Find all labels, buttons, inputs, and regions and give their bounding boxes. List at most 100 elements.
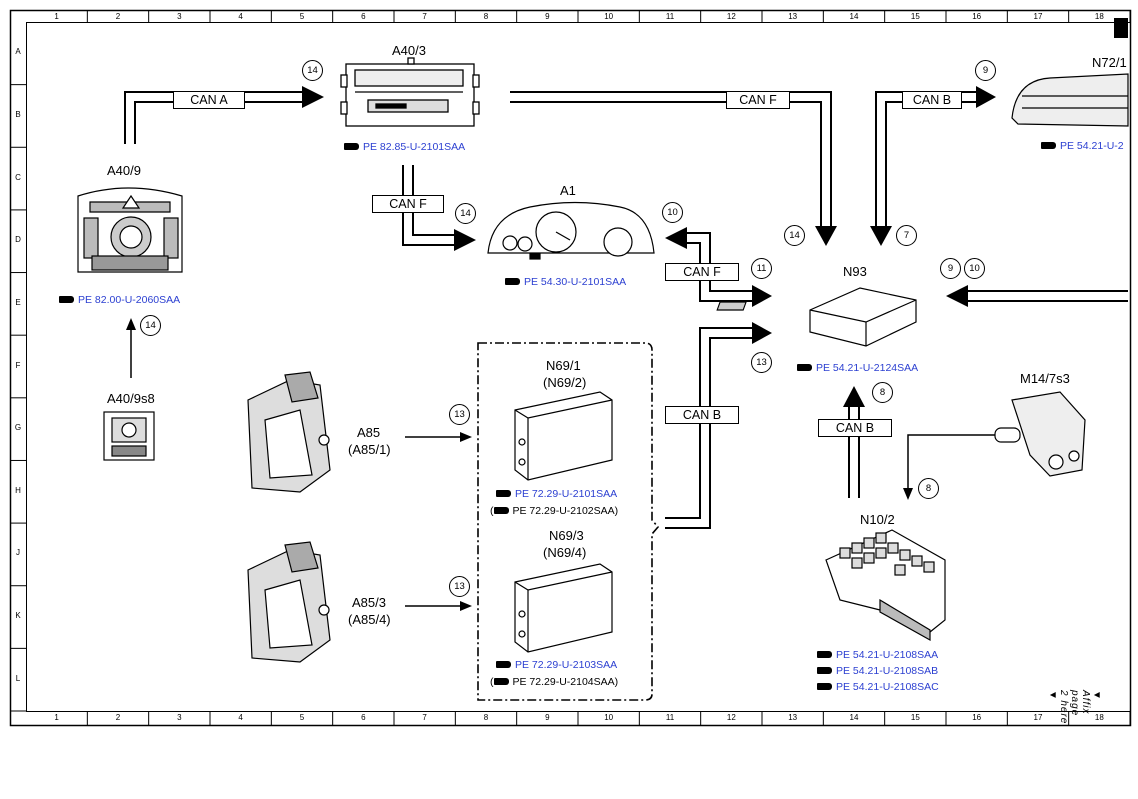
- corner-tab: [1114, 18, 1128, 38]
- can-b-label-mid: CAN B: [665, 406, 739, 424]
- grid-column-label: 8: [483, 12, 489, 21]
- pointing-hand-icon: [493, 506, 509, 514]
- pointing-hand-icon: [1041, 141, 1056, 149]
- grid-column-label: 3: [177, 12, 182, 21]
- pointing-hand-icon: [817, 650, 832, 658]
- grid-column-label: 10: [604, 713, 614, 722]
- grid-row-label: K: [15, 611, 21, 621]
- can-f-label-top: CAN F: [726, 91, 790, 109]
- grid-row-label: J: [16, 548, 20, 558]
- grid-row-label: F: [15, 360, 21, 370]
- grid-column-label: 6: [361, 713, 366, 722]
- grid-column-label: 11: [665, 713, 675, 722]
- grid-column-label: 7: [422, 12, 427, 21]
- a40-3-label: A40/3: [392, 43, 426, 58]
- grid-column-label: 18: [1094, 713, 1104, 722]
- grid-column-label: 12: [726, 12, 736, 21]
- grid-column-label: 16: [972, 12, 982, 21]
- n69-3-alt-label: (N69/4): [543, 545, 587, 560]
- arrowheads: [302, 86, 996, 407]
- n93-label: N93: [843, 264, 867, 279]
- callout-10: 10: [662, 202, 683, 223]
- n72-1-ref[interactable]: PE 54.21-U-2: [1041, 140, 1124, 152]
- grid-column-label: 8: [483, 713, 489, 722]
- n69-3-module-illustration: [514, 563, 613, 653]
- grid-column-label: 16: [972, 713, 982, 722]
- can-a-label: CAN A: [173, 91, 245, 109]
- callout-9: 9: [940, 258, 961, 279]
- n10-2-ref-2[interactable]: PE 54.21-U-2108SAB: [817, 665, 938, 677]
- callout-9: 9: [975, 60, 996, 81]
- a40-3-ref[interactable]: PE 82.85-U-2101SAA: [344, 141, 465, 153]
- pointing-hand-icon: [797, 363, 812, 371]
- n10-2-ref-1[interactable]: PE 54.21-U-2108SAA: [817, 649, 938, 661]
- grid-row-label: G: [14, 423, 22, 433]
- n69-1-ref2[interactable]: (PE 72.29-U-2102SAA): [490, 505, 619, 517]
- grid-column-label: 5: [299, 12, 305, 21]
- pointing-hand-icon: [59, 295, 74, 303]
- pointing-hand-icon: [496, 660, 511, 668]
- grid-column-label: 5: [299, 713, 305, 722]
- a85-unit-illustration: [247, 371, 331, 493]
- n93-module-illustration: [716, 287, 917, 347]
- pointing-hand-icon: [505, 277, 520, 285]
- grid-column-label: 2: [115, 713, 121, 722]
- pointing-hand-icon: [817, 682, 832, 690]
- callout-8: 8: [918, 478, 939, 499]
- grid-row-label: D: [15, 235, 21, 245]
- callout-8: 8: [872, 382, 893, 403]
- can-b-label-top: CAN B: [902, 91, 962, 109]
- callout-13: 13: [449, 576, 470, 597]
- n10-2-ref-3[interactable]: PE 54.21-U-2108SAC: [817, 681, 939, 693]
- grid-column-label: 15: [910, 713, 920, 722]
- callout-13: 13: [751, 352, 772, 373]
- grid-column-label: 6: [361, 12, 366, 21]
- grid-column-label: 9: [545, 713, 550, 722]
- n69-1-ref[interactable]: PE 72.29-U-2101SAA: [496, 488, 617, 500]
- n69-3-ref[interactable]: PE 72.29-U-2103SAA: [496, 659, 617, 671]
- grid-column-label: 7: [422, 713, 427, 722]
- a85-3-label: A85/3: [352, 595, 386, 610]
- n69-1-label: N69/1: [546, 358, 581, 373]
- grid-row-label: H: [15, 485, 21, 495]
- a40-9-ref[interactable]: PE 82.00-U-2060SAA: [59, 294, 180, 306]
- pointing-hand-icon: [496, 489, 511, 497]
- callout-14: 14: [455, 203, 476, 224]
- n10-2-fusebox-illustration: [825, 529, 946, 642]
- a85-label: A85: [357, 425, 381, 440]
- grid-column-label: 4: [238, 12, 243, 21]
- grid-column-label: 14: [849, 12, 859, 21]
- a40-3-unit-illustration: [340, 57, 480, 127]
- a85-alt-label: (A85/1): [348, 442, 391, 457]
- n72-1-label: N72/1: [1092, 55, 1127, 70]
- a40-9-label: A40/9: [107, 163, 141, 178]
- grid-column-label: 9: [545, 12, 550, 21]
- pointing-hand-icon: [493, 677, 509, 685]
- can-f-label-left: CAN F: [372, 195, 444, 213]
- n93-ref[interactable]: PE 54.21-U-2124SAA: [797, 362, 918, 374]
- a1-label: A1: [560, 183, 576, 198]
- callout-13: 13: [449, 404, 470, 425]
- a40-9-panel-illustration: [77, 187, 183, 273]
- a1-ref[interactable]: PE 54.30-U-2101SAA: [505, 276, 626, 288]
- callout-7: 7: [896, 225, 917, 246]
- grid-column-label: 11: [665, 12, 675, 21]
- grid-column-label: 12: [726, 713, 736, 722]
- grid-column-label: 4: [238, 713, 243, 722]
- n69-1-alt-label: (N69/2): [543, 375, 587, 390]
- grid-column-label: 13: [788, 713, 798, 722]
- n69-3-ref2[interactable]: (PE 72.29-U-2104SAA): [490, 676, 619, 688]
- grid-row-label: L: [15, 673, 21, 683]
- a85-3-unit-illustration: [247, 541, 331, 663]
- n69-group-box: [477, 342, 660, 701]
- a1-instrument-cluster-illustration: [487, 201, 655, 260]
- grid-column-label: 3: [177, 713, 182, 722]
- grid-row-label: B: [15, 109, 21, 119]
- callout-11: 11: [751, 258, 772, 279]
- grid-row-label: A: [15, 47, 21, 57]
- callout-14: 14: [140, 315, 161, 336]
- grid-column-label: 18: [1094, 12, 1104, 21]
- pointing-hand-icon: [344, 142, 359, 150]
- callout-10: 10: [964, 258, 985, 279]
